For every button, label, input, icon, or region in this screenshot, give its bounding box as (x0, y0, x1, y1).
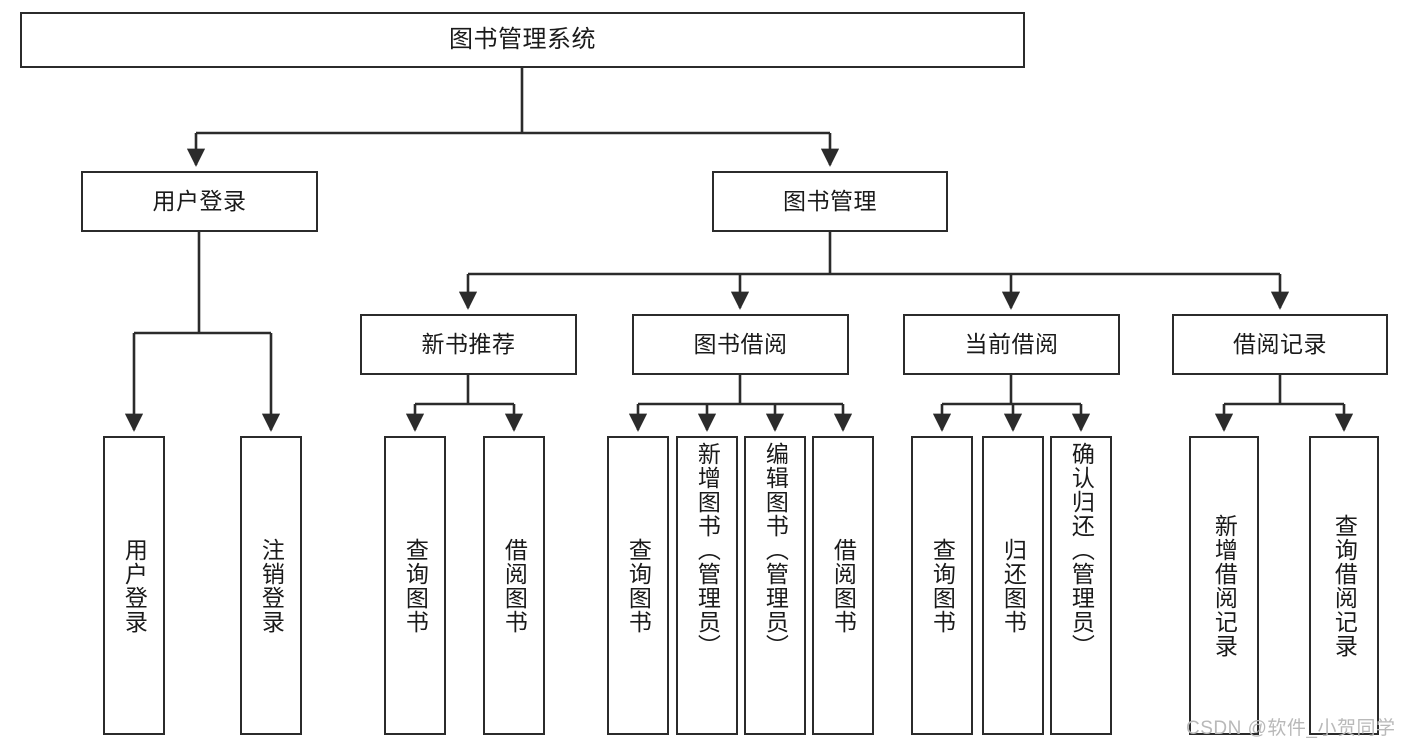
node-leaf-borrow-book-1[interactable]: 借阅图书 (483, 436, 545, 735)
node-leaf-add-record-label: 新增借阅记录 (1211, 513, 1238, 658)
node-leaf-add-book-label: 新增图书（管理员） (694, 442, 721, 658)
node-book-borrow-label: 图书借阅 (693, 330, 788, 357)
node-leaf-confirm-return-label: 确认归还（管理员） (1068, 442, 1095, 658)
node-leaf-logout[interactable]: 注销登录 (240, 436, 302, 735)
node-leaf-user-login[interactable]: 用户登录 (103, 436, 165, 735)
node-leaf-borrow-book-2[interactable]: 借阅图书 (812, 436, 874, 735)
node-user-login[interactable]: 用户登录 (81, 171, 318, 232)
node-new-book-recommend[interactable]: 新书推荐 (360, 314, 577, 375)
node-root-label: 图书管理系统 (449, 25, 596, 53)
node-leaf-query-book-2-label: 查询图书 (625, 537, 652, 634)
node-current-borrow[interactable]: 当前借阅 (903, 314, 1120, 375)
node-leaf-user-login-label: 用户登录 (121, 537, 148, 634)
node-leaf-add-record[interactable]: 新增借阅记录 (1189, 436, 1259, 735)
node-leaf-edit-book-label: 编辑图书（管理员） (762, 442, 789, 658)
node-user-login-label: 用户登录 (152, 187, 247, 214)
node-leaf-borrow-book-2-label: 借阅图书 (830, 537, 857, 634)
node-borrow-record-label: 借阅记录 (1233, 330, 1327, 357)
watermark-text: CSDN @软件_小贺同学 (1186, 718, 1396, 739)
node-current-borrow-label: 当前借阅 (964, 330, 1059, 357)
node-leaf-query-book-2[interactable]: 查询图书 (607, 436, 669, 735)
node-leaf-edit-book[interactable]: 编辑图书（管理员） (744, 436, 806, 735)
node-new-book-recommend-label: 新书推荐 (421, 330, 516, 357)
node-leaf-query-record[interactable]: 查询借阅记录 (1309, 436, 1379, 735)
node-leaf-borrow-book-1-label: 借阅图书 (501, 537, 528, 634)
node-leaf-query-book-1[interactable]: 查询图书 (384, 436, 446, 735)
node-borrow-record[interactable]: 借阅记录 (1172, 314, 1388, 375)
node-book-manage-label: 图书管理 (783, 187, 877, 214)
node-book-borrow[interactable]: 图书借阅 (632, 314, 849, 375)
node-leaf-logout-label: 注销登录 (258, 537, 285, 634)
node-leaf-return-book[interactable]: 归还图书 (982, 436, 1044, 735)
node-root[interactable]: 图书管理系统 (20, 12, 1025, 68)
node-leaf-query-book-3[interactable]: 查询图书 (911, 436, 973, 735)
node-book-manage[interactable]: 图书管理 (712, 171, 948, 232)
node-leaf-query-book-3-label: 查询图书 (929, 537, 956, 634)
node-leaf-query-book-1-label: 查询图书 (402, 537, 429, 634)
node-leaf-confirm-return[interactable]: 确认归还（管理员） (1050, 436, 1112, 735)
node-leaf-return-book-label: 归还图书 (1000, 537, 1027, 634)
node-leaf-add-book[interactable]: 新增图书（管理员） (676, 436, 738, 735)
node-leaf-query-record-label: 查询借阅记录 (1331, 513, 1358, 658)
